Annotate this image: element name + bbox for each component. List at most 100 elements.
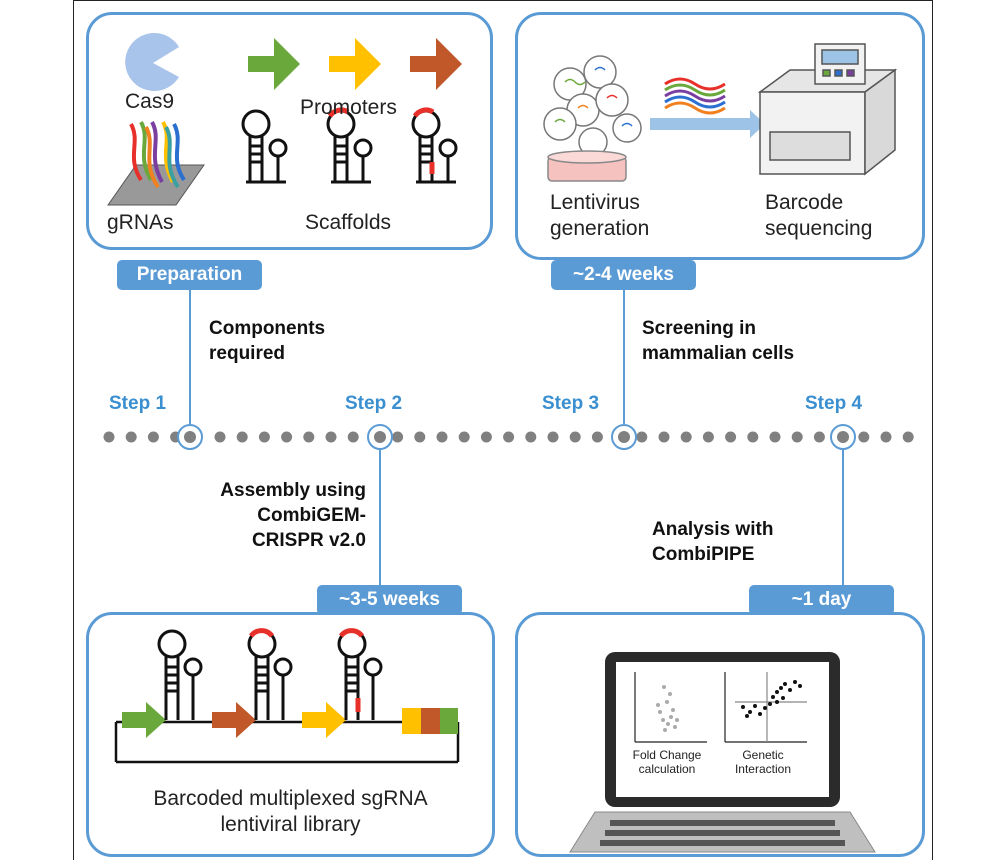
timeline-dot <box>547 431 559 443</box>
fold-change-label: Fold Change calculation <box>632 748 702 776</box>
assembly-duration-tag: ~3-5 weeks <box>317 585 462 615</box>
step2-desc-line-3: CRISPR v2.0 <box>251 530 366 551</box>
figure-frame <box>73 0 933 860</box>
step2-desc-line-1: Assembly using <box>220 480 366 501</box>
assembly-panel <box>86 612 495 857</box>
step2-label: Step 2 <box>345 393 403 414</box>
screening-duration-tag: ~2-4 weeks <box>551 260 696 290</box>
scaffold-icon <box>337 628 383 720</box>
barcode-label: Barcode sequencing <box>765 190 872 242</box>
step1-label: Step 1 <box>109 393 167 414</box>
timeline-dot <box>747 431 759 443</box>
barcode-reads-icon <box>664 77 726 115</box>
sequencer-icon <box>757 43 898 176</box>
timeline-dot <box>347 431 359 443</box>
step4-desc-line-2: CombiPIPE <box>652 544 755 565</box>
step4-label: Step 4 <box>805 393 863 414</box>
timeline-dot <box>258 431 270 443</box>
promoters-label: Promoters <box>300 96 397 119</box>
genetic-interaction-line-1: Genetic <box>742 748 784 762</box>
laptop-icon <box>569 652 876 853</box>
sgrna-library-illustration <box>114 628 460 764</box>
timeline-dot <box>880 431 892 443</box>
genetic-interaction-line-2: Interaction <box>734 762 792 776</box>
timeline-dot <box>858 431 870 443</box>
timeline-dot <box>813 431 825 443</box>
timeline-dot <box>702 431 714 443</box>
preparation-illustrations <box>107 33 462 206</box>
timeline-dots <box>103 431 914 443</box>
barcode-block-icon <box>402 708 458 734</box>
timeline-dot <box>725 431 737 443</box>
timeline-dot <box>480 431 492 443</box>
library-caption: Barcoded multiplexed sgRNA lentiviral li… <box>86 786 495 838</box>
timeline-dot <box>636 431 648 443</box>
timeline-dot <box>591 431 603 443</box>
step1-marker <box>177 424 203 450</box>
scaffold-icon-3 <box>411 107 458 184</box>
step1-desc-line-2: required <box>209 343 286 364</box>
timeline-dot <box>103 431 115 443</box>
promoter-yellow-icon <box>302 702 346 738</box>
scaffold-icon-1 <box>241 109 288 184</box>
library-caption-line-1: Barcoded multiplexed sgRNA <box>153 787 428 810</box>
scaffold-icon <box>247 628 293 720</box>
scaffolds-label: Scaffolds <box>305 211 391 234</box>
process-arrow-icon <box>650 110 765 138</box>
screening-illustrations <box>543 43 898 182</box>
lentivirus-particles-icon <box>543 55 642 157</box>
step3-marker <box>611 424 637 450</box>
step4-desc-line-1: Analysis with <box>652 519 774 540</box>
timeline-dot <box>902 431 914 443</box>
step2-description: Assembly using CombiGEM- CRISPR v2.0 <box>186 478 366 553</box>
timeline-dot <box>525 431 537 443</box>
step4-marker <box>830 424 856 450</box>
library-caption-line-2: lentiviral library <box>220 813 361 836</box>
step2-marker <box>367 424 393 450</box>
timeline-dot <box>503 431 515 443</box>
step3-desc-line-2: mammalian cells <box>642 343 795 364</box>
promoter-green-icon <box>248 38 300 90</box>
step1-description: Components required <box>209 316 325 366</box>
promoter-green-icon <box>122 702 166 738</box>
timeline-dot <box>769 431 781 443</box>
timeline-dot <box>414 431 426 443</box>
fold-change-line-2: calculation <box>638 762 696 776</box>
cas9-label: Cas9 <box>125 90 175 113</box>
timeline-dot <box>147 431 159 443</box>
timeline-dot <box>658 431 670 443</box>
timeline-dot <box>392 431 404 443</box>
barcode-line-2: sequencing <box>765 217 873 240</box>
petri-dish-icon <box>547 150 627 182</box>
promoter-yellow-icon <box>329 38 381 90</box>
analysis-duration-tag: ~1 day <box>749 585 894 615</box>
lentivirus-line-2: generation <box>550 217 650 240</box>
step4-description: Analysis with CombiPIPE <box>652 517 773 567</box>
timeline-dot <box>791 431 803 443</box>
timeline-dot <box>214 431 226 443</box>
grnas-label: gRNAs <box>107 211 174 234</box>
fold-change-line-1: Fold Change <box>632 748 702 762</box>
timeline-dot <box>281 431 293 443</box>
timeline-dot <box>236 431 248 443</box>
timeline-dot <box>569 431 581 443</box>
preparation-tag: Preparation <box>117 260 262 290</box>
step1-desc-line-1: Components <box>209 318 326 339</box>
timeline-dot <box>125 431 137 443</box>
timeline-dot <box>436 431 448 443</box>
promoter-orange-icon <box>410 38 462 90</box>
cas9-icon <box>125 33 179 91</box>
scaffold-icon-2 <box>326 107 373 184</box>
step2-desc-line-2: CombiGEM- <box>257 505 366 526</box>
timeline-dot <box>303 431 315 443</box>
lentivirus-line-1: Lentivirus <box>550 191 640 214</box>
genetic-interaction-label: Genetic Interaction <box>728 748 798 776</box>
scaffold-icon <box>157 629 203 720</box>
step3-description: Screening in mammalian cells <box>642 316 794 366</box>
step3-desc-line-1: Screening in <box>642 318 757 339</box>
timeline-dot <box>680 431 692 443</box>
lentivirus-label: Lentivirus generation <box>550 190 649 242</box>
grna-array-icon <box>107 121 205 206</box>
